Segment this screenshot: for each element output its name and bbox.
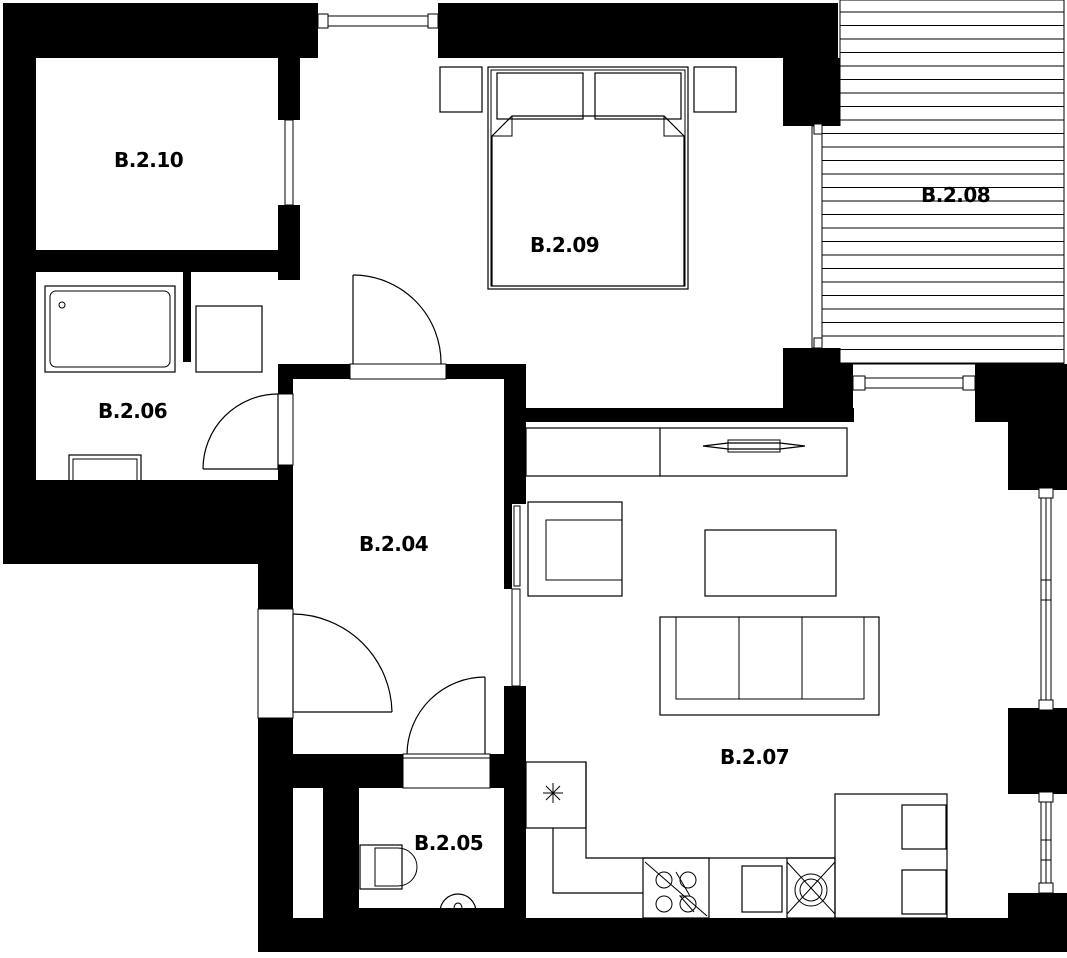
room-label-b207: B.2.07 — [720, 745, 789, 769]
room-label-b209: B.2.09 — [530, 233, 599, 257]
windows — [284, 13, 1054, 894]
nightstand-right — [693, 66, 737, 113]
room-label-b205: B.2.05 — [414, 831, 483, 855]
nightstand-left — [439, 66, 483, 113]
sofa — [659, 616, 880, 716]
washer — [195, 305, 263, 373]
doors — [202, 274, 491, 789]
oven — [741, 865, 783, 913]
bed — [487, 66, 689, 290]
chair-bottom — [901, 869, 947, 915]
tv-cabinet — [525, 427, 848, 477]
room-label-b204: B.2.04 — [359, 532, 428, 556]
balcony-decking — [820, 0, 1065, 365]
room-label-b210: B.2.10 — [114, 148, 183, 172]
pillow-left — [496, 72, 584, 120]
chair-top — [901, 804, 947, 850]
room-labels: B.2.10 B.2.09 B.2.08 B.2.06 B.2.04 B.2.0… — [98, 148, 991, 855]
walls — [3, 3, 1067, 952]
room-label-b206: B.2.06 — [98, 399, 167, 423]
dining-table — [834, 793, 948, 919]
toilet — [359, 844, 403, 890]
stove — [642, 857, 710, 919]
coffee-table — [704, 529, 837, 597]
wc-basin — [439, 893, 477, 913]
pillow-right — [594, 72, 682, 120]
room-label-b208: B.2.08 — [921, 183, 990, 207]
armchair — [527, 501, 623, 597]
fridge — [525, 761, 587, 829]
furniture — [44, 66, 948, 919]
bathtub — [44, 285, 176, 373]
